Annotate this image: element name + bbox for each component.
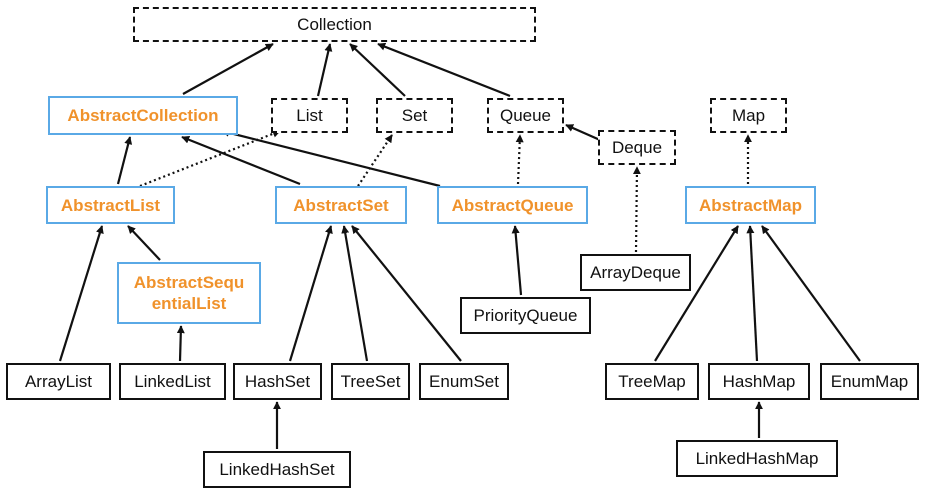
edge-tree-set-to-abstract-set [341, 225, 369, 362]
edge-enum-map-to-abstract-map [761, 225, 861, 362]
hash-set-node: HashSet [233, 363, 322, 400]
deque-interface-node: Deque [598, 130, 676, 165]
linked-hash-map-node: LinkedHashMap [676, 440, 838, 477]
edge-hash-set-to-abstract-set [288, 225, 333, 362]
edge-priority-queue-to-abstract-queue [511, 225, 523, 296]
abstract-set-node: AbstractSet [275, 186, 407, 224]
edge-linked-list-to-abstract-sequential-list [176, 325, 185, 362]
array-list-node: ArrayList [6, 363, 111, 400]
edge-abstract-set-to-abstract-collection [181, 135, 301, 186]
abstract-queue-node: AbstractQueue [437, 186, 588, 224]
hash-map-node: HashMap [708, 363, 810, 400]
edge-deque-to-queue [565, 123, 601, 142]
abstract-sequential-list-node: AbstractSequ entialList [117, 262, 261, 324]
list-interface-node: List [271, 98, 348, 133]
linked-hash-set-node: LinkedHashSet [203, 451, 351, 488]
edge-abstract-collection-to-collection [182, 43, 274, 95]
map-interface-node: Map [710, 98, 787, 133]
enum-set-node: EnumSet [419, 363, 509, 400]
linked-list-node: LinkedList [119, 363, 226, 400]
edge-hash-map-to-abstract-map [746, 225, 759, 362]
tree-map-node: TreeMap [605, 363, 699, 400]
edge-abstract-queue-to-queue [515, 134, 524, 185]
edge-list-to-collection [316, 43, 333, 97]
edge-tree-map-to-abstract-map [654, 225, 739, 362]
set-interface-node: Set [376, 98, 453, 133]
priority-queue-node: PriorityQueue [460, 297, 591, 334]
edge-queue-to-collection [377, 42, 511, 98]
edge-array-list-to-abstract-list [58, 225, 104, 362]
collection-interface-node: Collection [133, 7, 536, 42]
tree-set-node: TreeSet [331, 363, 410, 400]
edge-set-to-collection [349, 43, 406, 97]
array-deque-node: ArrayDeque [580, 254, 691, 291]
abstract-list-node: AbstractList [46, 186, 175, 224]
enum-map-node: EnumMap [820, 363, 919, 400]
edge-abstract-list-to-abstract-collection [116, 136, 133, 185]
queue-interface-node: Queue [487, 98, 564, 133]
edge-enum-set-to-abstract-set [351, 225, 462, 362]
edge-abstract-sequential-list-to-abstract-list [127, 225, 161, 261]
abstract-map-node: AbstractMap [685, 186, 816, 224]
edge-abstract-queue-to-abstract-collection [221, 128, 441, 188]
abstract-collection-node: AbstractCollection [48, 96, 238, 135]
edge-abstract-set-to-set [357, 134, 393, 187]
edge-array-deque-to-deque [632, 166, 641, 253]
